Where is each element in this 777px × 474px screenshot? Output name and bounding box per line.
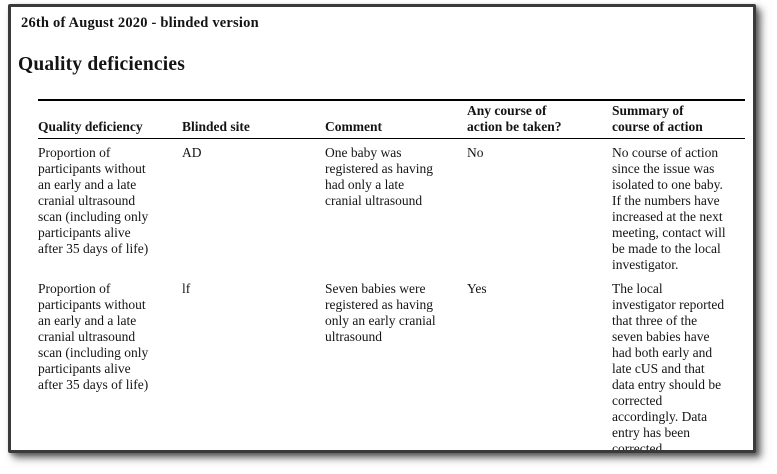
comment-cell: One baby was registered as having had on… bbox=[325, 145, 433, 208]
blinded-site-cell: lf bbox=[182, 281, 191, 296]
column-header-comment: Comment bbox=[325, 119, 382, 134]
table-header-row: Quality deficiency Blinded site Comment … bbox=[38, 99, 745, 139]
table-row: Proportion of participants without an ea… bbox=[38, 274, 745, 453]
table-body: Proportion of participants without an ea… bbox=[38, 139, 745, 453]
quality-deficiency-cell: Proportion of participants without an ea… bbox=[38, 145, 149, 256]
column-header-summary: Summary of course of action bbox=[612, 103, 703, 134]
summary-cell: No course of action since the issue was … bbox=[612, 145, 726, 272]
table-row: Proportion of participants without an ea… bbox=[38, 139, 745, 274]
quality-deficiency-cell: Proportion of participants without an ea… bbox=[38, 281, 149, 392]
page-title: Quality deficiencies bbox=[18, 54, 186, 75]
blinded-site-cell: AD bbox=[182, 145, 202, 160]
column-header-action-taken: Any course of action be taken? bbox=[467, 103, 562, 134]
column-header-blinded-site: Blinded site bbox=[182, 119, 250, 134]
column-header-quality-deficiency: Quality deficiency bbox=[38, 119, 143, 134]
action-taken-cell: No bbox=[467, 145, 484, 160]
document-page: 26th of August 2020 - blinded version Qu… bbox=[8, 4, 756, 453]
summary-cell: The local investigator reported that thr… bbox=[612, 281, 725, 453]
document-header: 26th of August 2020 - blinded version bbox=[21, 15, 259, 31]
action-taken-cell: Yes bbox=[467, 281, 487, 296]
comment-cell: Seven babies were registered as having o… bbox=[325, 281, 436, 344]
quality-deficiencies-table: Quality deficiency Blinded site Comment … bbox=[38, 99, 745, 453]
